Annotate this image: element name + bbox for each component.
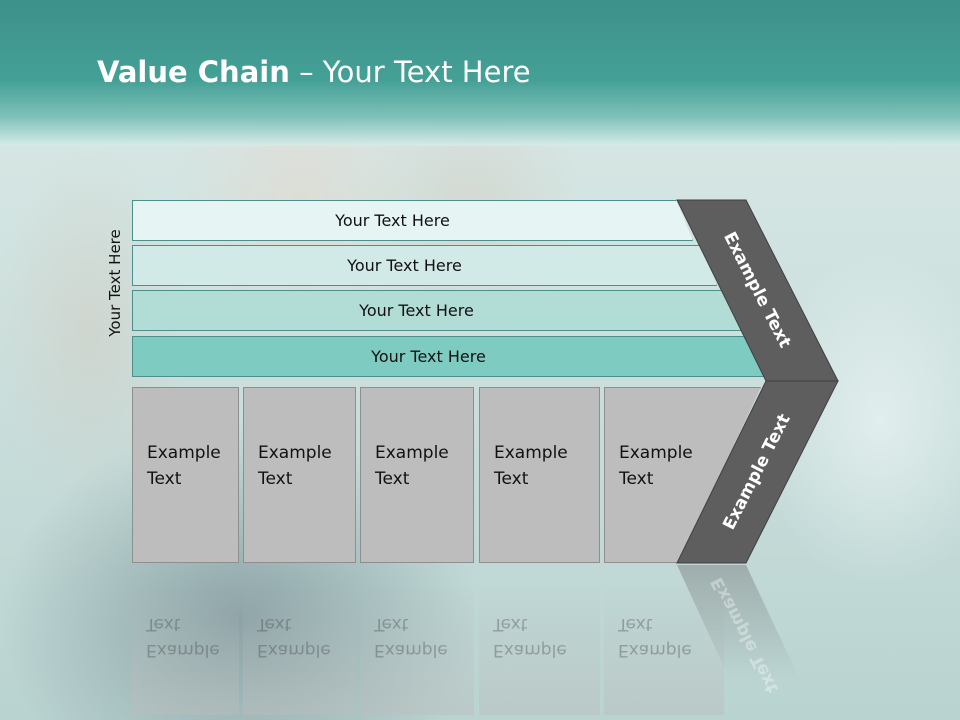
activity-box-4: Example Text [479, 387, 600, 563]
band-4: Your Text Here [132, 336, 765, 377]
activity-box-2: Example Text [243, 387, 356, 563]
box-3-line2: Text [375, 469, 410, 489]
slide-title: Value Chain – Your Text Here [97, 55, 531, 89]
band-3-label: Your Text Here [359, 301, 474, 320]
box-2-line2: Text [258, 469, 293, 489]
title-bar: Value Chain – Your Text Here [0, 0, 960, 146]
arrow-lower-segment [676, 380, 839, 564]
box-2-line1: Example [258, 443, 332, 463]
band-4-label: Your Text Here [371, 347, 486, 366]
band-1: Your Text Here [132, 200, 693, 241]
box-4-line2: Text [494, 469, 529, 489]
band-2: Your Text Here [132, 245, 717, 286]
title-rest: – Your Text Here [289, 55, 531, 89]
band-1-label: Your Text Here [335, 211, 450, 230]
box-4-line1: Example [494, 443, 568, 463]
activity-box-1: Example Text [132, 387, 239, 563]
activity-box-3: Example Text [360, 387, 474, 563]
band-2-label: Your Text Here [347, 256, 462, 275]
box-1-line2: Text [147, 469, 182, 489]
box-3-line1: Example [375, 443, 449, 463]
arrow-reflection [677, 565, 800, 680]
title-bold: Value Chain [97, 55, 290, 89]
band-3: Your Text Here [132, 290, 741, 331]
box-5-line1: Example [619, 443, 693, 463]
box-5-line2: Text [619, 469, 654, 489]
box-1-line1: Example [147, 443, 221, 463]
